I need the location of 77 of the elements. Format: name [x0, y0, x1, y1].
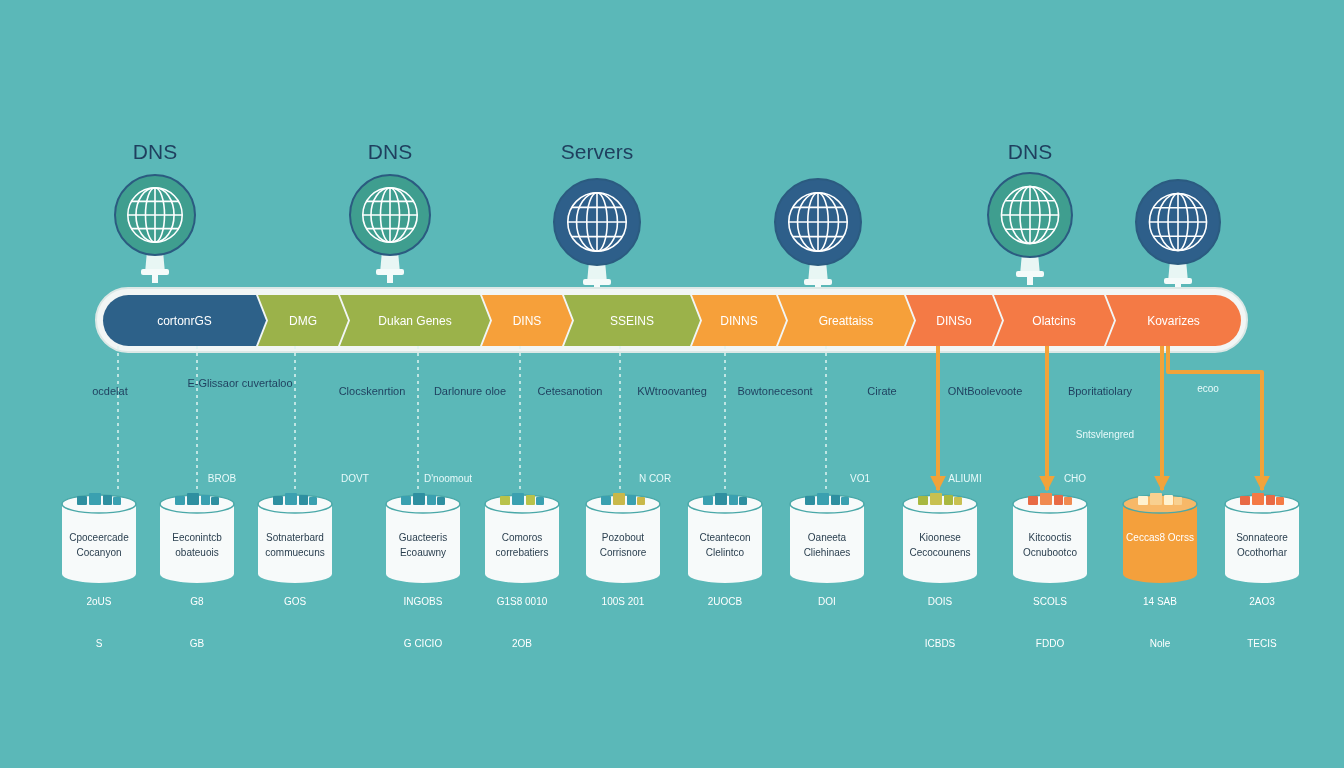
cylinder-label: Kioonese Cecocounens	[908, 531, 972, 560]
dashed-connector	[294, 345, 296, 491]
cylinder-label: Sotnaterbard commuecuns	[264, 531, 326, 560]
dashed-connector	[417, 345, 419, 491]
node-heading: DNS	[1006, 140, 1054, 164]
side-note: TECIS	[1246, 638, 1278, 649]
annotation-label: Bowtonecesont	[736, 384, 814, 398]
side-note: GB	[188, 638, 206, 649]
cylinder-label: Oaneeta Cliehinaes	[802, 531, 852, 560]
annotation-label: ecoo	[1196, 382, 1220, 396]
side-note: DOI	[817, 596, 837, 607]
annotation-label: Sntsvlengred	[1074, 428, 1136, 442]
small-note: ALIUMI	[947, 472, 983, 486]
small-note: BROB	[206, 472, 238, 486]
small-note: N COR	[637, 472, 673, 486]
side-note: 14 SAB	[1142, 596, 1178, 607]
step-label: SSEINS	[609, 313, 655, 328]
dashed-connector	[117, 345, 119, 491]
annotation-label: Cirate	[866, 384, 898, 398]
side-note: 2UOCB	[706, 596, 744, 607]
annotation-label: E-Glissaor cuvertaloo	[186, 376, 294, 390]
small-note: CHO	[1062, 472, 1088, 486]
annotation-label: ocdelat	[91, 384, 129, 398]
annotation-label: Bporitatiolary	[1066, 384, 1134, 398]
side-note: FDDO	[1034, 638, 1066, 649]
side-note: INGOBS	[402, 596, 444, 607]
dashed-connector	[619, 345, 621, 491]
side-note: 100S 201	[600, 596, 646, 607]
cylinder-label: Comoros correbatiers	[494, 531, 550, 560]
small-note: D'noomout	[422, 472, 473, 486]
side-note: Nole	[1148, 638, 1172, 649]
annotation-label: Clocskenrtion	[337, 384, 407, 398]
cylinder-label: Eeconintcb obateuois	[171, 531, 223, 560]
annotation-label: Cetesanotion	[536, 384, 604, 398]
cylinder-label: Pozobout Corrisnore	[598, 531, 648, 560]
cylinder-label: Kitcooctis Ocnubootco	[1022, 531, 1078, 560]
side-note: DOIS	[926, 596, 954, 607]
cylinder-label: Cteantecon Clelintco	[698, 531, 752, 560]
node-heading: DNS	[131, 140, 179, 164]
step-label: DINNS	[719, 313, 759, 328]
node-heading: Servers	[559, 140, 635, 164]
step-label: DMG	[288, 313, 318, 328]
annotation-label: KWtroovanteg	[636, 384, 708, 398]
dashed-connector	[724, 345, 726, 491]
step-label: Olatcins	[1031, 313, 1077, 328]
arrow	[1154, 346, 1170, 492]
side-note: G CICIO	[402, 638, 444, 649]
side-note: 2AO3	[1248, 596, 1276, 607]
side-note: 2OB	[511, 638, 533, 649]
small-note: DOVT	[340, 472, 370, 486]
dashed-connector	[519, 345, 521, 491]
step-label: DINSo	[935, 313, 973, 328]
step-label: cortonrGS	[156, 313, 213, 328]
side-note: SCOLS	[1032, 596, 1068, 607]
step-label: Dukan Genes	[377, 313, 453, 328]
small-note: VO1	[849, 472, 871, 486]
side-note: 2oUS	[85, 596, 113, 607]
step-label: Greattaiss	[817, 313, 875, 328]
side-note: G8	[189, 596, 205, 607]
cylinder-label: Ceccas8 Ocrss	[1126, 531, 1194, 545]
cylinder-label: Cpoceercade Cocanyon	[68, 531, 130, 560]
node-heading: DNS	[366, 140, 414, 164]
annotation-label: Darlonure oloe	[432, 384, 508, 398]
cylinder-label: Guacteeris Ecoauwny	[397, 531, 449, 560]
step-label: Kovarizes	[1146, 313, 1201, 328]
step-label: DINS	[511, 313, 543, 328]
annotation-label: ONtBoolevoote	[946, 384, 1024, 398]
side-note: GOS	[282, 596, 308, 607]
dashed-connector	[825, 345, 827, 491]
dashed-connector	[196, 345, 198, 491]
side-note: G1S8 0010	[495, 596, 549, 607]
arrow	[930, 346, 946, 492]
side-note: S	[94, 638, 104, 649]
side-note: ICBDS	[923, 638, 957, 649]
arrow	[1039, 346, 1055, 492]
arrow	[1166, 346, 1270, 492]
cylinder-label: Sonnateore Ocothorhar	[1235, 531, 1289, 560]
